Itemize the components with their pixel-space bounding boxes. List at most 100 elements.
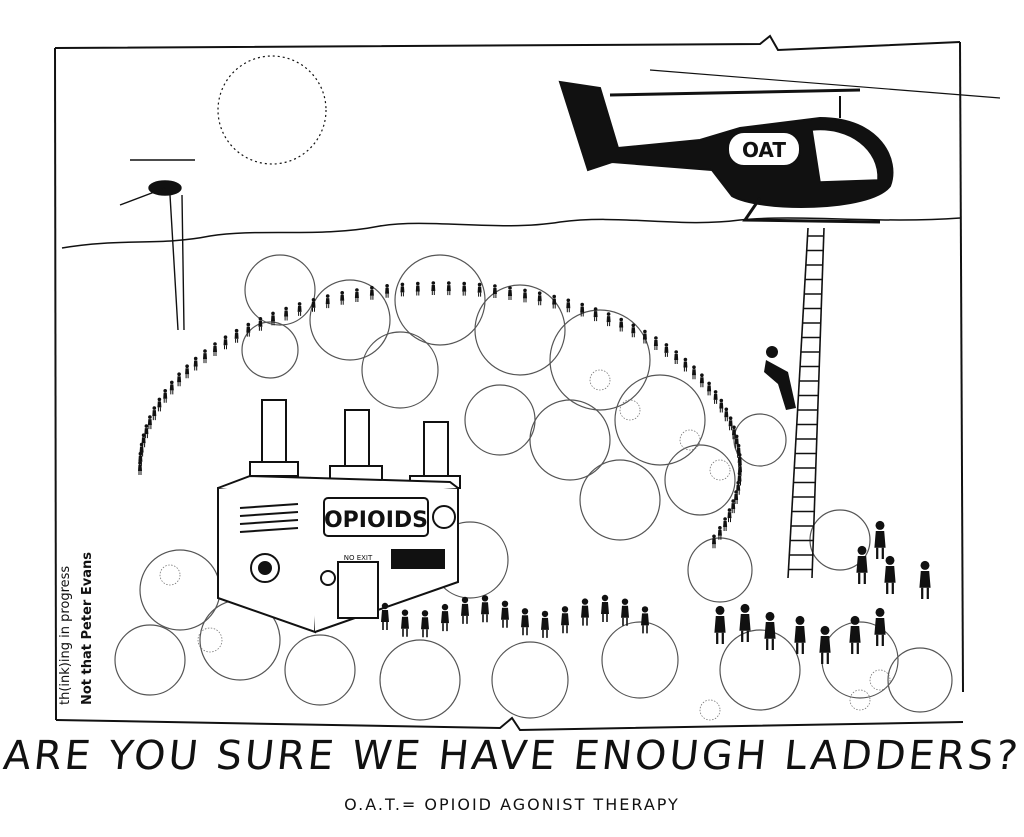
crowd-person — [855, 544, 869, 586]
queue-person — [184, 363, 190, 379]
distant-helicopter — [119, 159, 195, 331]
queue-person — [728, 415, 734, 431]
sad-faces — [159, 369, 891, 721]
queue-person — [699, 372, 705, 388]
queue-person — [722, 516, 728, 532]
queue-person — [415, 281, 421, 296]
sun — [217, 55, 327, 165]
queue-person — [560, 605, 570, 635]
queue-person — [500, 599, 510, 629]
queue-person — [311, 297, 316, 313]
crowd-person — [873, 606, 887, 648]
panel-frame — [54, 34, 964, 732]
queue-person — [446, 280, 452, 296]
queue-person — [169, 380, 175, 395]
queue-person — [540, 609, 550, 639]
queue-person — [369, 285, 375, 301]
queue-person — [202, 348, 208, 364]
queue-person — [682, 357, 688, 372]
rescue-ladder — [787, 227, 825, 579]
queue-person — [618, 317, 624, 332]
opioid-factory — [217, 399, 461, 634]
queue-person — [580, 597, 590, 627]
queue-person — [663, 342, 669, 358]
crowd-person — [918, 559, 932, 601]
factory-label: OPIOIDS — [324, 508, 428, 533]
queue-person — [565, 298, 571, 313]
queue-person — [283, 306, 289, 321]
queue-person — [477, 282, 483, 298]
queue-person — [640, 605, 650, 635]
queue-person — [520, 607, 530, 637]
queue-person — [723, 407, 729, 422]
queue-person — [147, 414, 153, 430]
smiley-icon — [432, 505, 456, 529]
queue-person — [270, 311, 276, 326]
queue-person — [257, 316, 263, 332]
queue-person — [162, 388, 168, 404]
queue-person — [223, 334, 228, 350]
queue-person — [507, 285, 513, 301]
queue-person — [706, 381, 712, 396]
queue-person — [354, 287, 360, 303]
crowd-person — [848, 614, 862, 656]
queue-person — [460, 595, 470, 625]
queue-person — [399, 282, 405, 297]
factory-vent — [239, 503, 299, 533]
queue-person — [579, 302, 585, 317]
queue-person — [593, 306, 599, 322]
queue-person — [400, 608, 410, 638]
queue-person — [600, 593, 610, 623]
caption-headline: ARE YOU SURE WE HAVE ENOUGH LADDERS? — [1, 733, 1023, 779]
queue-person — [212, 341, 218, 357]
caption-definition: O.A.T.= OPIOID AGONIST THERAPY — [344, 795, 680, 814]
queue-person — [420, 609, 430, 639]
queue-person — [620, 597, 630, 627]
factory-sign — [323, 497, 429, 537]
queue-person — [653, 335, 659, 351]
oat-helicopter — [558, 69, 1001, 224]
crowd-person — [883, 554, 897, 596]
queue-person — [492, 283, 498, 299]
queue-person — [630, 323, 636, 338]
signature-line-1: th(ink)ing in progress — [58, 565, 73, 705]
queue-person — [176, 371, 182, 387]
queue-person — [384, 283, 390, 299]
queue-person — [440, 603, 450, 632]
horizon-line — [61, 217, 961, 249]
queue-person — [537, 290, 543, 306]
queue-person — [156, 397, 162, 412]
queue-person — [522, 288, 528, 303]
queue-person — [711, 534, 717, 549]
crowd-person — [873, 519, 887, 561]
queue-person — [727, 507, 732, 523]
queue-person — [193, 356, 199, 371]
queue-person — [245, 322, 251, 338]
crowd-person — [713, 604, 727, 646]
crowd-person — [738, 602, 752, 644]
queue-person — [143, 423, 149, 439]
queue-person — [713, 389, 719, 405]
signature-line-2: Not that Peter Evans — [80, 552, 95, 705]
queue-person — [480, 594, 490, 624]
queue-person — [642, 329, 648, 344]
queue-person — [606, 311, 612, 327]
queue-person — [730, 498, 736, 514]
queue-person — [673, 349, 679, 365]
queue-person — [297, 301, 303, 317]
waiting-crowd — [713, 519, 932, 666]
queue-person — [151, 405, 157, 421]
queue-person — [718, 398, 724, 413]
queue-person — [461, 281, 467, 297]
queue-person — [430, 280, 436, 296]
queue-person — [551, 294, 557, 309]
helicopter-label: OAT — [742, 138, 786, 162]
queue-person — [380, 601, 390, 631]
queue-person — [339, 290, 345, 306]
queue-person — [325, 293, 331, 309]
crowd-person — [793, 614, 807, 656]
crowd-person — [763, 610, 777, 652]
door-label: NO EXIT — [344, 554, 373, 562]
climbing-person — [764, 346, 796, 410]
